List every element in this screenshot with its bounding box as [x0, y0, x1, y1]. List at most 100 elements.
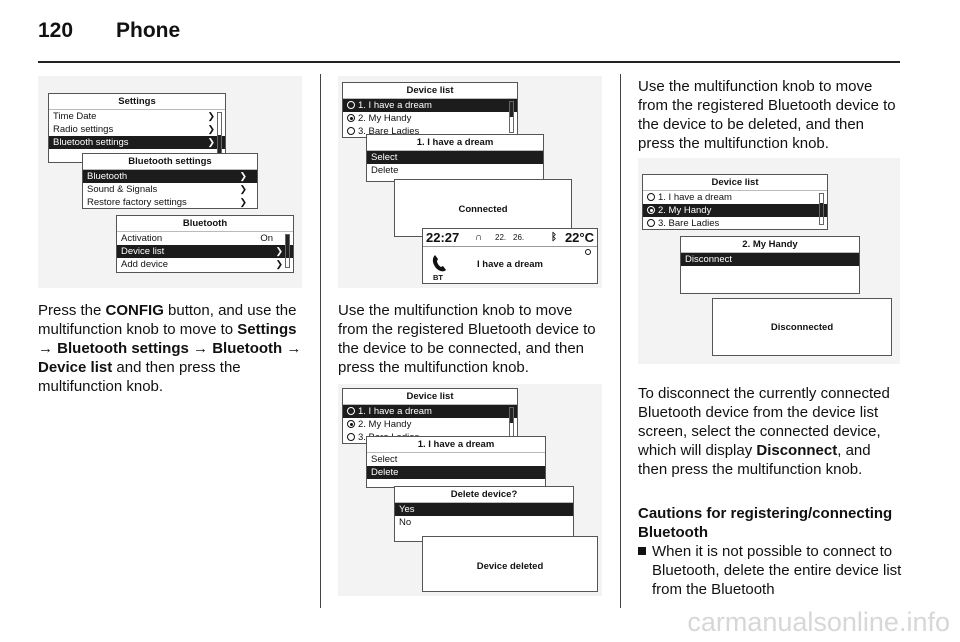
menu-item-add-device[interactable]: Add device❯ [121, 259, 283, 270]
handy-menu-screen: 2. My Handy Disconnect [680, 236, 860, 294]
chevron-right-icon: ❯ [275, 259, 283, 269]
screen-title: 2. My Handy [681, 237, 859, 253]
screen-title: Device list [343, 83, 517, 99]
section-title: Phone [116, 19, 181, 42]
col2-paragraph: Use the multifunction knob to move from … [338, 302, 596, 376]
column-divider-2 [620, 74, 621, 608]
temperature: 22°C [564, 230, 594, 245]
cautions-heading: Cautions for registering/connecting Blue… [638, 505, 893, 541]
col1-paragraph: Press the CONFIG button, and use the mul… [38, 302, 302, 395]
radio-icon [347, 101, 355, 109]
delete-confirm-screen: Delete device? Yes No [394, 486, 574, 542]
col3-paragraph-1: Use the multifunction knob to move from … [638, 78, 896, 152]
chevron-right-icon: ❯ [239, 171, 247, 181]
screen-title: Bluetooth [117, 216, 293, 232]
option-yes[interactable]: Yes [395, 503, 573, 516]
menu-item-bluetooth-settings[interactable]: Bluetooth settings❯ [49, 136, 225, 149]
bt-label: BT [433, 273, 443, 282]
column-divider-1 [320, 74, 321, 608]
chevron-right-icon: ❯ [207, 111, 215, 121]
device-list-screen: Device list 1. I have a dream 2. My Hand… [342, 82, 518, 138]
device-menu-screen: 1. I have a dream Select Delete [366, 436, 546, 488]
device-deleted-screen: Device deleted [422, 536, 598, 592]
watermark: carmanualsonline.info [687, 607, 950, 637]
device-item-2[interactable]: 2. My Handy [643, 204, 827, 217]
menu-item-select[interactable]: Select [371, 454, 398, 465]
chevron-right-icon: ❯ [239, 197, 247, 207]
col3-paragraph-2: To disconnect the currently connected Bl… [638, 385, 890, 478]
radio-icon [347, 127, 355, 135]
menu-item-device-list[interactable]: Device list❯ [117, 245, 293, 258]
screen-title: Delete device? [395, 487, 573, 503]
menu-item-delete[interactable]: Delete [371, 165, 399, 176]
phone-handset-icon [432, 255, 446, 272]
clock: 22:27 [426, 230, 460, 245]
disconnected-message: Disconnected [770, 322, 834, 333]
page-number: 120 [38, 19, 74, 42]
connected-message: Connected [458, 204, 508, 215]
headset-icon: ∩ [475, 232, 483, 243]
status-bar: 22:27 ∩ 22. 26. ᛒ 22°C [423, 229, 597, 247]
device-item-1[interactable]: 1. I have a dream [643, 191, 827, 204]
menu-item-bluetooth[interactable]: Bluetooth❯ [83, 170, 257, 183]
device-menu-screen: 1. I have a dream Select Delete [366, 134, 544, 182]
chevron-right-icon: ❯ [239, 184, 247, 194]
screen-title: Device list [643, 175, 827, 191]
figure-delete-device: Device list 1. I have a dream 2. My Hand… [338, 384, 602, 596]
device-item-3[interactable]: 3. Bare Ladies [343, 125, 517, 138]
figure-disconnect-device: Device list 1. I have a dream 2. My Hand… [638, 158, 900, 364]
screen-title: Device list [343, 389, 517, 405]
scrollbar [285, 234, 290, 268]
connected-device-name: I have a dream [476, 259, 543, 270]
device-list-screen: Device list 1. I have a dream 2. My Hand… [642, 174, 828, 230]
connected-screen: Connected [394, 179, 572, 237]
caution-bullet-1: When it is not possible to connect to Bl… [638, 542, 902, 599]
activation-value: On [260, 233, 273, 244]
menu-item-time-date[interactable]: Time Date❯ [53, 111, 215, 122]
chevron-right-icon: ❯ [275, 246, 283, 256]
bluetooth-settings-screen: Bluetooth settings Bluetooth❯ Sound & Si… [82, 153, 258, 209]
radio-icon [347, 407, 355, 415]
screen-title: Settings [49, 94, 225, 110]
radio-selected-icon [347, 420, 355, 428]
figure-connect-device: Device list 1. I have a dream 2. My Hand… [338, 76, 602, 288]
menu-item-delete[interactable]: Delete [367, 466, 545, 479]
chevron-right-icon: ❯ [207, 137, 215, 147]
header-rule [38, 61, 900, 63]
device-item-2[interactable]: 2. My Handy [343, 112, 517, 125]
menu-item-restore-factory[interactable]: Restore factory settings❯ [87, 197, 247, 208]
scrollbar [217, 112, 222, 158]
scrollbar [509, 407, 514, 439]
screen-title: 1. I have a dream [367, 135, 543, 151]
device-item-3[interactable]: 3. Bare Ladies [643, 217, 827, 230]
radio-icon [647, 193, 655, 201]
menu-item-radio-settings[interactable]: Radio settings❯ [53, 124, 215, 135]
device-item-1[interactable]: 1. I have a dream [343, 99, 517, 112]
option-no[interactable]: No [399, 517, 412, 528]
status-value-1: 22. [495, 233, 507, 242]
phone-status-screen: 22:27 ∩ 22. 26. ᛒ 22°C BT I have a dream [422, 228, 598, 284]
scrollbar [819, 193, 824, 225]
radio-selected-icon [647, 206, 655, 214]
radio-icon [647, 219, 655, 227]
screen-title: Bluetooth settings [83, 154, 257, 170]
menu-item-sound-signals[interactable]: Sound & Signals❯ [87, 184, 247, 195]
settings-dot-icon [585, 249, 591, 255]
device-item-2[interactable]: 2. My Handy [343, 418, 517, 431]
radio-selected-icon [347, 114, 355, 122]
bullet-square-icon [638, 547, 646, 555]
device-item-1[interactable]: 1. I have a dream [343, 405, 517, 418]
status-value-2: 26. [513, 233, 525, 242]
deleted-message: Device deleted [476, 561, 544, 572]
figure-settings-path: Settings Time Date❯ Radio settings❯ Blue… [38, 76, 302, 288]
menu-item-select[interactable]: Select [367, 151, 543, 164]
disconnected-screen: Disconnected [712, 298, 892, 356]
chevron-right-icon: ❯ [207, 124, 215, 134]
scrollbar [509, 101, 514, 133]
settings-screen: Settings Time Date❯ Radio settings❯ Blue… [48, 93, 226, 163]
screen-title: 1. I have a dream [367, 437, 545, 453]
menu-item-disconnect[interactable]: Disconnect [681, 253, 859, 266]
radio-icon [347, 433, 355, 441]
